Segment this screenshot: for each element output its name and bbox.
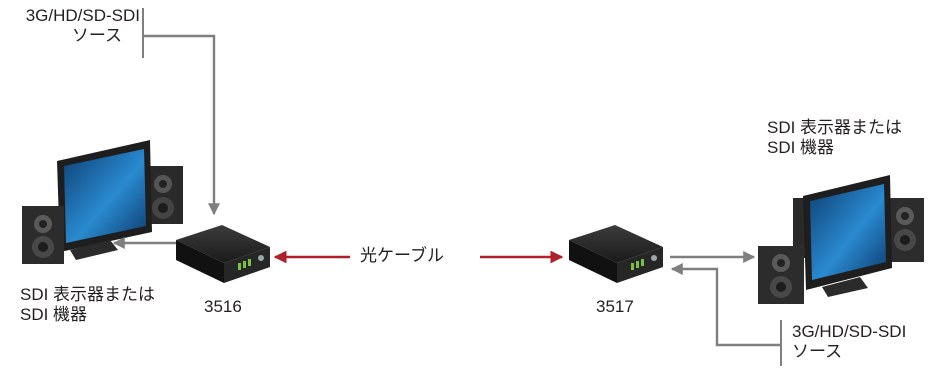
display-left-label: SDI 表示器または SDI 機器 [20,285,155,325]
source-top-connector [142,8,220,216]
device-3517-icon [569,225,663,283]
fiber-label: 光ケーブル [360,246,444,265]
source-bottom-line1: 3G/HD/SD-SDI [792,322,907,341]
source-bottom-line2: ソース [792,342,843,361]
device-3516-icon [176,225,270,283]
display-right-label: SDI 表示器または SDI 機器 [767,118,902,158]
display-right-line1: SDI 表示器または [767,118,903,137]
device-3516-label: 3516 [204,297,242,316]
source-top-line1: 3G/HD/SD-SDI [25,6,140,25]
display-left-line1: SDI 表示器または [20,285,156,304]
left-display-icon [22,140,183,264]
display-right-line2: SDI 機器 [767,138,835,157]
source-top-label: 3G/HD/SD-SDI ソース [0,6,140,46]
device-3517-label: 3517 [596,297,634,316]
source-top-line2: ソース [71,26,122,45]
display-left-line2: SDI 機器 [20,305,88,324]
right-display-icon [758,175,924,304]
source-bottom-connector [670,263,782,366]
source-bottom-label: 3G/HD/SD-SDI ソース [792,322,906,362]
